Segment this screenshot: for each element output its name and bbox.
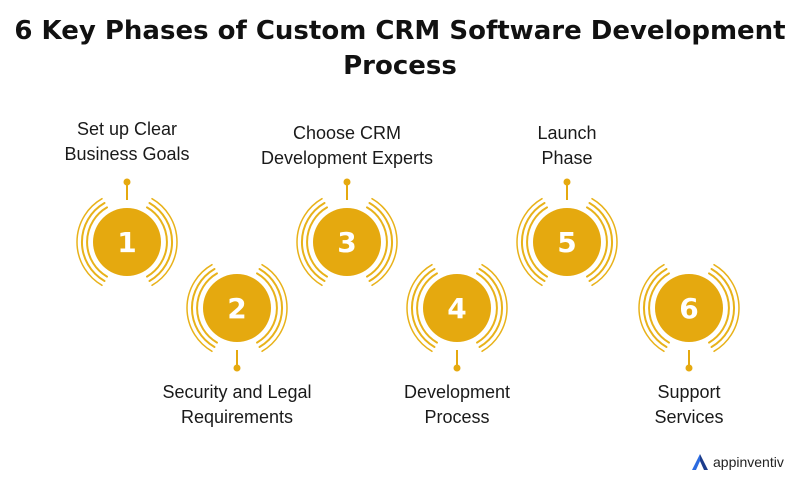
- ring-arc-right: [476, 272, 498, 344]
- ring-arc-left: [296, 197, 323, 287]
- ring-arc-right: [146, 206, 168, 278]
- phase-number: 1: [117, 226, 136, 259]
- ring-arc-right: [481, 263, 508, 353]
- ring-arc-left: [526, 206, 548, 278]
- ring-arc-left: [76, 197, 103, 287]
- appinventiv-logo-icon: [692, 454, 708, 470]
- title-line-2: Process: [343, 51, 457, 81]
- phase-node-1: 1: [76, 178, 178, 287]
- phase-number: 2: [227, 292, 246, 325]
- ring-arc-left: [186, 263, 213, 353]
- ring-arc-right: [366, 206, 388, 278]
- phase-node-4: 4: [406, 263, 508, 372]
- ring-arc-right: [710, 268, 735, 348]
- phase-circle: [655, 274, 723, 342]
- ring-arc-right: [588, 202, 613, 282]
- ring-arc-right: [258, 268, 283, 348]
- phase-circle: [533, 208, 601, 276]
- phase-node-6: 6: [638, 263, 740, 372]
- ring-arc-right: [713, 263, 740, 353]
- phase-circle: [93, 208, 161, 276]
- connector-dot: [453, 364, 461, 372]
- ring-arc-right: [371, 197, 398, 287]
- ring-arc-left: [643, 268, 668, 348]
- connector-dot: [233, 364, 241, 372]
- step-label-5: Launch Phase: [537, 123, 597, 168]
- brand-logo: appinventiv: [690, 452, 784, 472]
- step-label-3: Choose CRM Development Experts: [260, 123, 434, 168]
- ring-arc-left: [301, 202, 326, 282]
- step-label-2: Security and Legal Requirements: [162, 382, 312, 427]
- ring-arc-left: [638, 263, 665, 353]
- ring-arc-right: [151, 197, 178, 287]
- ring-arc-left: [306, 206, 328, 278]
- step-label-4: Development Process: [403, 382, 511, 427]
- step-label-1: Set up Clear Business Goals: [64, 119, 190, 164]
- ring-arc-left: [81, 202, 106, 282]
- ring-arc-right: [708, 272, 730, 344]
- phase-node-3: 3: [296, 178, 398, 287]
- ring-arc-right: [148, 202, 173, 282]
- phase-number: 6: [679, 292, 698, 325]
- step-label-6: Support Services: [654, 382, 724, 427]
- ring-arc-left: [86, 206, 108, 278]
- ring-arc-right: [368, 202, 393, 282]
- ring-arc-left: [416, 272, 438, 344]
- ring-arc-left: [521, 202, 546, 282]
- ring-arc-left: [196, 272, 218, 344]
- connector-dot: [685, 364, 693, 372]
- ring-arc-right: [586, 206, 608, 278]
- ring-arc-left: [648, 272, 670, 344]
- phase-circle: [423, 274, 491, 342]
- brand-name: appinventiv: [713, 454, 784, 470]
- title-line-1: 6 Key Phases of Custom CRM Software Deve…: [14, 16, 786, 46]
- phase-number: 5: [557, 226, 576, 259]
- ring-arc-right: [261, 263, 288, 353]
- phase-node-5: 5: [516, 178, 618, 287]
- ring-arc-right: [256, 272, 278, 344]
- ring-arc-left: [191, 268, 216, 348]
- ring-arc-right: [591, 197, 618, 287]
- ring-arc-right: [478, 268, 503, 348]
- diagram-title: 6 Key Phases of Custom CRM Software Deve…: [0, 14, 800, 84]
- ring-arc-left: [516, 197, 543, 287]
- phase-number: 3: [337, 226, 356, 259]
- phase-circle: [313, 208, 381, 276]
- ring-arc-left: [411, 268, 436, 348]
- connector-dot: [123, 178, 131, 186]
- connector-dot: [563, 178, 571, 186]
- phase-circle: [203, 274, 271, 342]
- ring-arc-left: [406, 263, 433, 353]
- connector-dot: [343, 178, 351, 186]
- phase-node-2: 2: [186, 263, 288, 372]
- phase-number: 4: [447, 292, 466, 325]
